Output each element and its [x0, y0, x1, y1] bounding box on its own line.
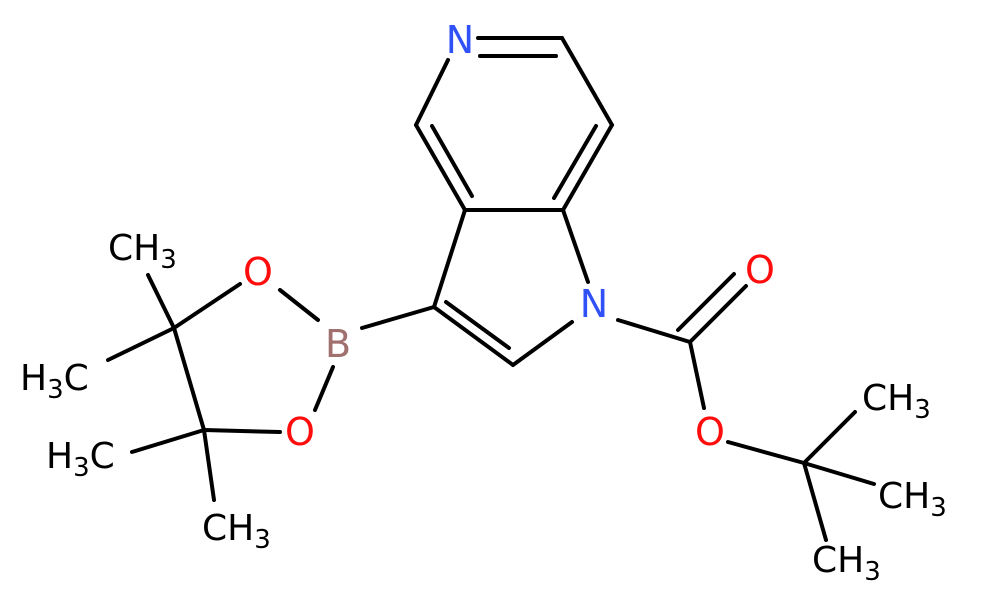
bond-c-c [802, 410, 857, 465]
bond-c-c [202, 428, 216, 502]
bond-c-c-double [430, 124, 474, 198]
bond-c-c [146, 273, 176, 330]
nitrogen-atom: N [446, 18, 474, 62]
methyl-group-label: CH3 [878, 476, 947, 524]
bond-c-o [202, 428, 282, 434]
methyl-group-label: CH3 [108, 228, 177, 276]
oxygen-atom: O [285, 410, 315, 454]
bond-c-o [688, 340, 706, 410]
bond-c-c [802, 461, 876, 486]
bond-c-c [106, 326, 176, 362]
bond-n-c [511, 320, 574, 367]
methyl-group-label: H3C [20, 358, 89, 406]
bond-c-c [172, 326, 206, 432]
bond-n-c [616, 318, 692, 344]
methyl-group-label: CH3 [202, 508, 271, 556]
bond-c-b [360, 305, 436, 330]
bond-c-n [414, 58, 450, 127]
bond-c-c [432, 208, 467, 309]
bond-c-c [130, 428, 206, 454]
methyl-group-label: CH3 [812, 540, 881, 588]
bond-c-n [561, 208, 590, 284]
bond-b-o [278, 288, 320, 322]
bond-c-c [802, 461, 828, 542]
bond-c-c-double [444, 300, 511, 350]
bond-o-c [172, 282, 242, 330]
nitrogen-atom: N [580, 282, 608, 326]
bond-o-c [726, 440, 806, 465]
oxygen-atom: O [243, 250, 273, 294]
bond-c-c [414, 123, 467, 212]
bond-c-o-double [676, 272, 736, 332]
bond-c-o-double [688, 284, 748, 344]
boron-atom: B [325, 322, 351, 366]
bond-layer [106, 36, 876, 542]
bond-c-c [561, 123, 614, 212]
oxygen-atom: O [695, 410, 725, 454]
bond-c-c [560, 36, 614, 127]
bond-b-o [313, 365, 335, 412]
methyl-group-label: CH3 [862, 378, 931, 426]
bond-c-c [432, 305, 515, 367]
methyl-group-label: H3C [46, 436, 115, 484]
methyl-label-layer: CH3 H3C H3C CH3 CH3 CH3 CH3 [20, 228, 947, 588]
oxygen-atom: O [745, 248, 775, 292]
atom-label-layer: N N B O O O O [243, 18, 775, 454]
bond-c-c-double [552, 124, 598, 200]
